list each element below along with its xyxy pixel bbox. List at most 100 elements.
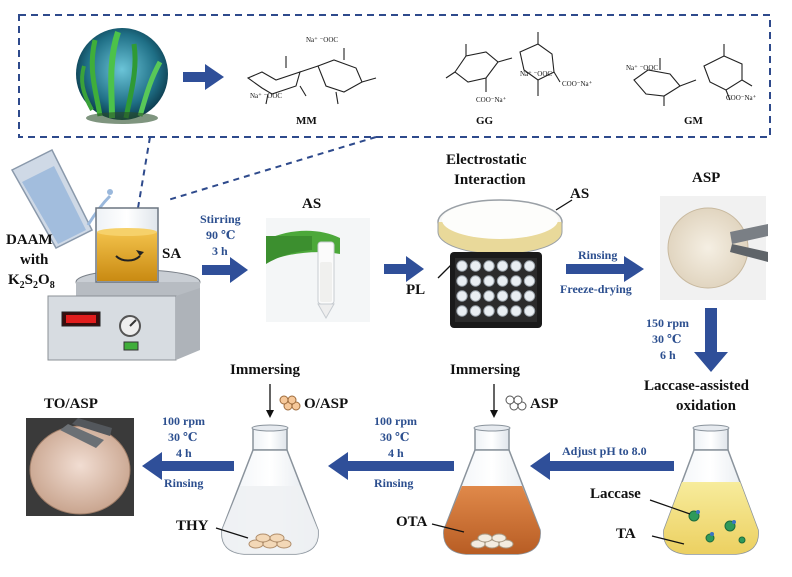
well [469, 290, 482, 302]
toasp-rinsing-label: Rinsing [164, 476, 204, 490]
adjust-ph-label: Adjust pH to 8.0 [562, 444, 647, 458]
thy-condition-2: 30 ℃ [380, 430, 410, 444]
well [523, 260, 536, 272]
well [510, 305, 522, 317]
freeze-drying-label: Freeze-drying [560, 282, 632, 296]
pouring-beaker [10, 148, 113, 249]
as-photo-label: AS [302, 196, 322, 212]
well [510, 260, 522, 272]
arrow-stirring [202, 257, 248, 283]
toasp-condition-1: 100 rpm [162, 414, 205, 428]
well [483, 305, 495, 317]
well [456, 275, 468, 287]
rinsing-label: Rinsing [578, 248, 618, 262]
ota-pointer [431, 523, 465, 533]
toasp-photo [26, 418, 134, 516]
well [456, 290, 468, 302]
ion-label-mm-2: Na⁺ ⁻OOC [250, 92, 283, 100]
well [469, 260, 482, 272]
well [469, 305, 482, 317]
toasp-condition-2: 30 ℃ [168, 430, 198, 444]
well [483, 260, 495, 272]
arrow-down-oxidation [694, 308, 728, 372]
ion-label-gg-3: COO⁻Na⁺ [562, 80, 593, 88]
sa-label: SA [162, 246, 182, 262]
petri-dish [437, 199, 563, 255]
thy-condition-3: 4 h [388, 446, 404, 460]
well [496, 260, 509, 272]
stirring-condition-3: 3 h [212, 244, 228, 258]
laccase-oxidation-title-1: Laccase-assisted [644, 378, 749, 394]
arrow-adjust-ph [530, 452, 674, 480]
ion-label-gg-1: COO⁻Na⁺ [476, 96, 507, 104]
ta-label: TA [616, 526, 636, 542]
laccase-pointer [649, 499, 691, 515]
k2s2o8-label: K2S2O8 [8, 272, 55, 291]
gm-label: GM [684, 115, 703, 127]
ion-label-gm-2: Na⁺ ⁻OOC [626, 64, 659, 72]
well [469, 275, 482, 287]
asp-label: ASP [692, 170, 721, 186]
well [510, 290, 522, 302]
well [483, 275, 495, 287]
immersing-label-left: Immersing [230, 362, 300, 378]
oxidation-condition-2: 30 ℃ [652, 332, 682, 346]
mm-structure [246, 48, 377, 105]
arrow-rinsing-freeze [566, 256, 644, 282]
toasp-condition-3: 4 h [176, 446, 192, 460]
ion-label-mm-1: Na⁺ ⁻OOC [306, 36, 339, 44]
electrostatic-title-1: Electrostatic [446, 152, 527, 168]
well [456, 305, 468, 317]
seaweed-image [76, 28, 168, 124]
laccase-oxidation-title-2: oxidation [676, 398, 737, 414]
flask-ota [443, 424, 541, 555]
well [496, 275, 509, 287]
ion-label-gg-2: Na⁺ ⁻OOC [520, 70, 553, 78]
thy-condition-1: 100 rpm [374, 414, 417, 428]
arrow-thy-to-toasp [142, 452, 234, 480]
well [523, 275, 536, 287]
thy-pointer [215, 527, 249, 539]
with-label: with [20, 252, 49, 268]
thy-label: THY [176, 518, 209, 534]
arrow-ota-to-thy [328, 452, 454, 480]
as-pointer [555, 199, 573, 211]
laccase-label: Laccase [590, 486, 641, 502]
immersing-arrow-middle [490, 384, 527, 418]
gm-structure [633, 44, 753, 106]
toasp-label: TO/ASP [44, 396, 98, 412]
arrow-to-dish [384, 256, 424, 282]
well [510, 275, 522, 287]
thy-rinsing-label: Rinsing [374, 476, 414, 490]
gg-label: GG [476, 115, 494, 127]
sa-beaker [95, 207, 159, 283]
stirring-condition-1: Stirring [200, 212, 241, 226]
asp-immersed-label: ASP [530, 396, 559, 412]
oxidation-condition-1: 150 rpm [646, 316, 689, 330]
ta-pointer [651, 535, 685, 545]
dashed-connector-right [167, 136, 377, 201]
top-dashed-panel [18, 14, 771, 138]
well [523, 305, 536, 317]
immersing-arrow-left [266, 384, 301, 418]
arrow-seaweed-to-mm [183, 64, 224, 90]
daam-label: DAAM [6, 232, 53, 248]
electrostatic-title-2: Interaction [454, 172, 526, 188]
immersing-label-middle: Immersing [450, 362, 520, 378]
ion-label-gm-1: COO⁻Na⁺ [726, 94, 757, 102]
dish-as-label: AS [570, 186, 590, 202]
flask-ta [663, 424, 759, 555]
hot-plate-stirrer [47, 269, 201, 361]
well [523, 290, 536, 302]
asp-photo [660, 196, 768, 300]
dashed-connector-left [137, 136, 151, 209]
well [456, 260, 468, 272]
well-grid [456, 260, 536, 317]
stirring-condition-2: 90 ℃ [206, 228, 236, 242]
gg-structure [445, 32, 561, 96]
oasp-label: O/ASP [304, 396, 349, 412]
mm-label: MM [296, 115, 317, 127]
ota-label: OTA [396, 514, 428, 530]
well [496, 305, 509, 317]
